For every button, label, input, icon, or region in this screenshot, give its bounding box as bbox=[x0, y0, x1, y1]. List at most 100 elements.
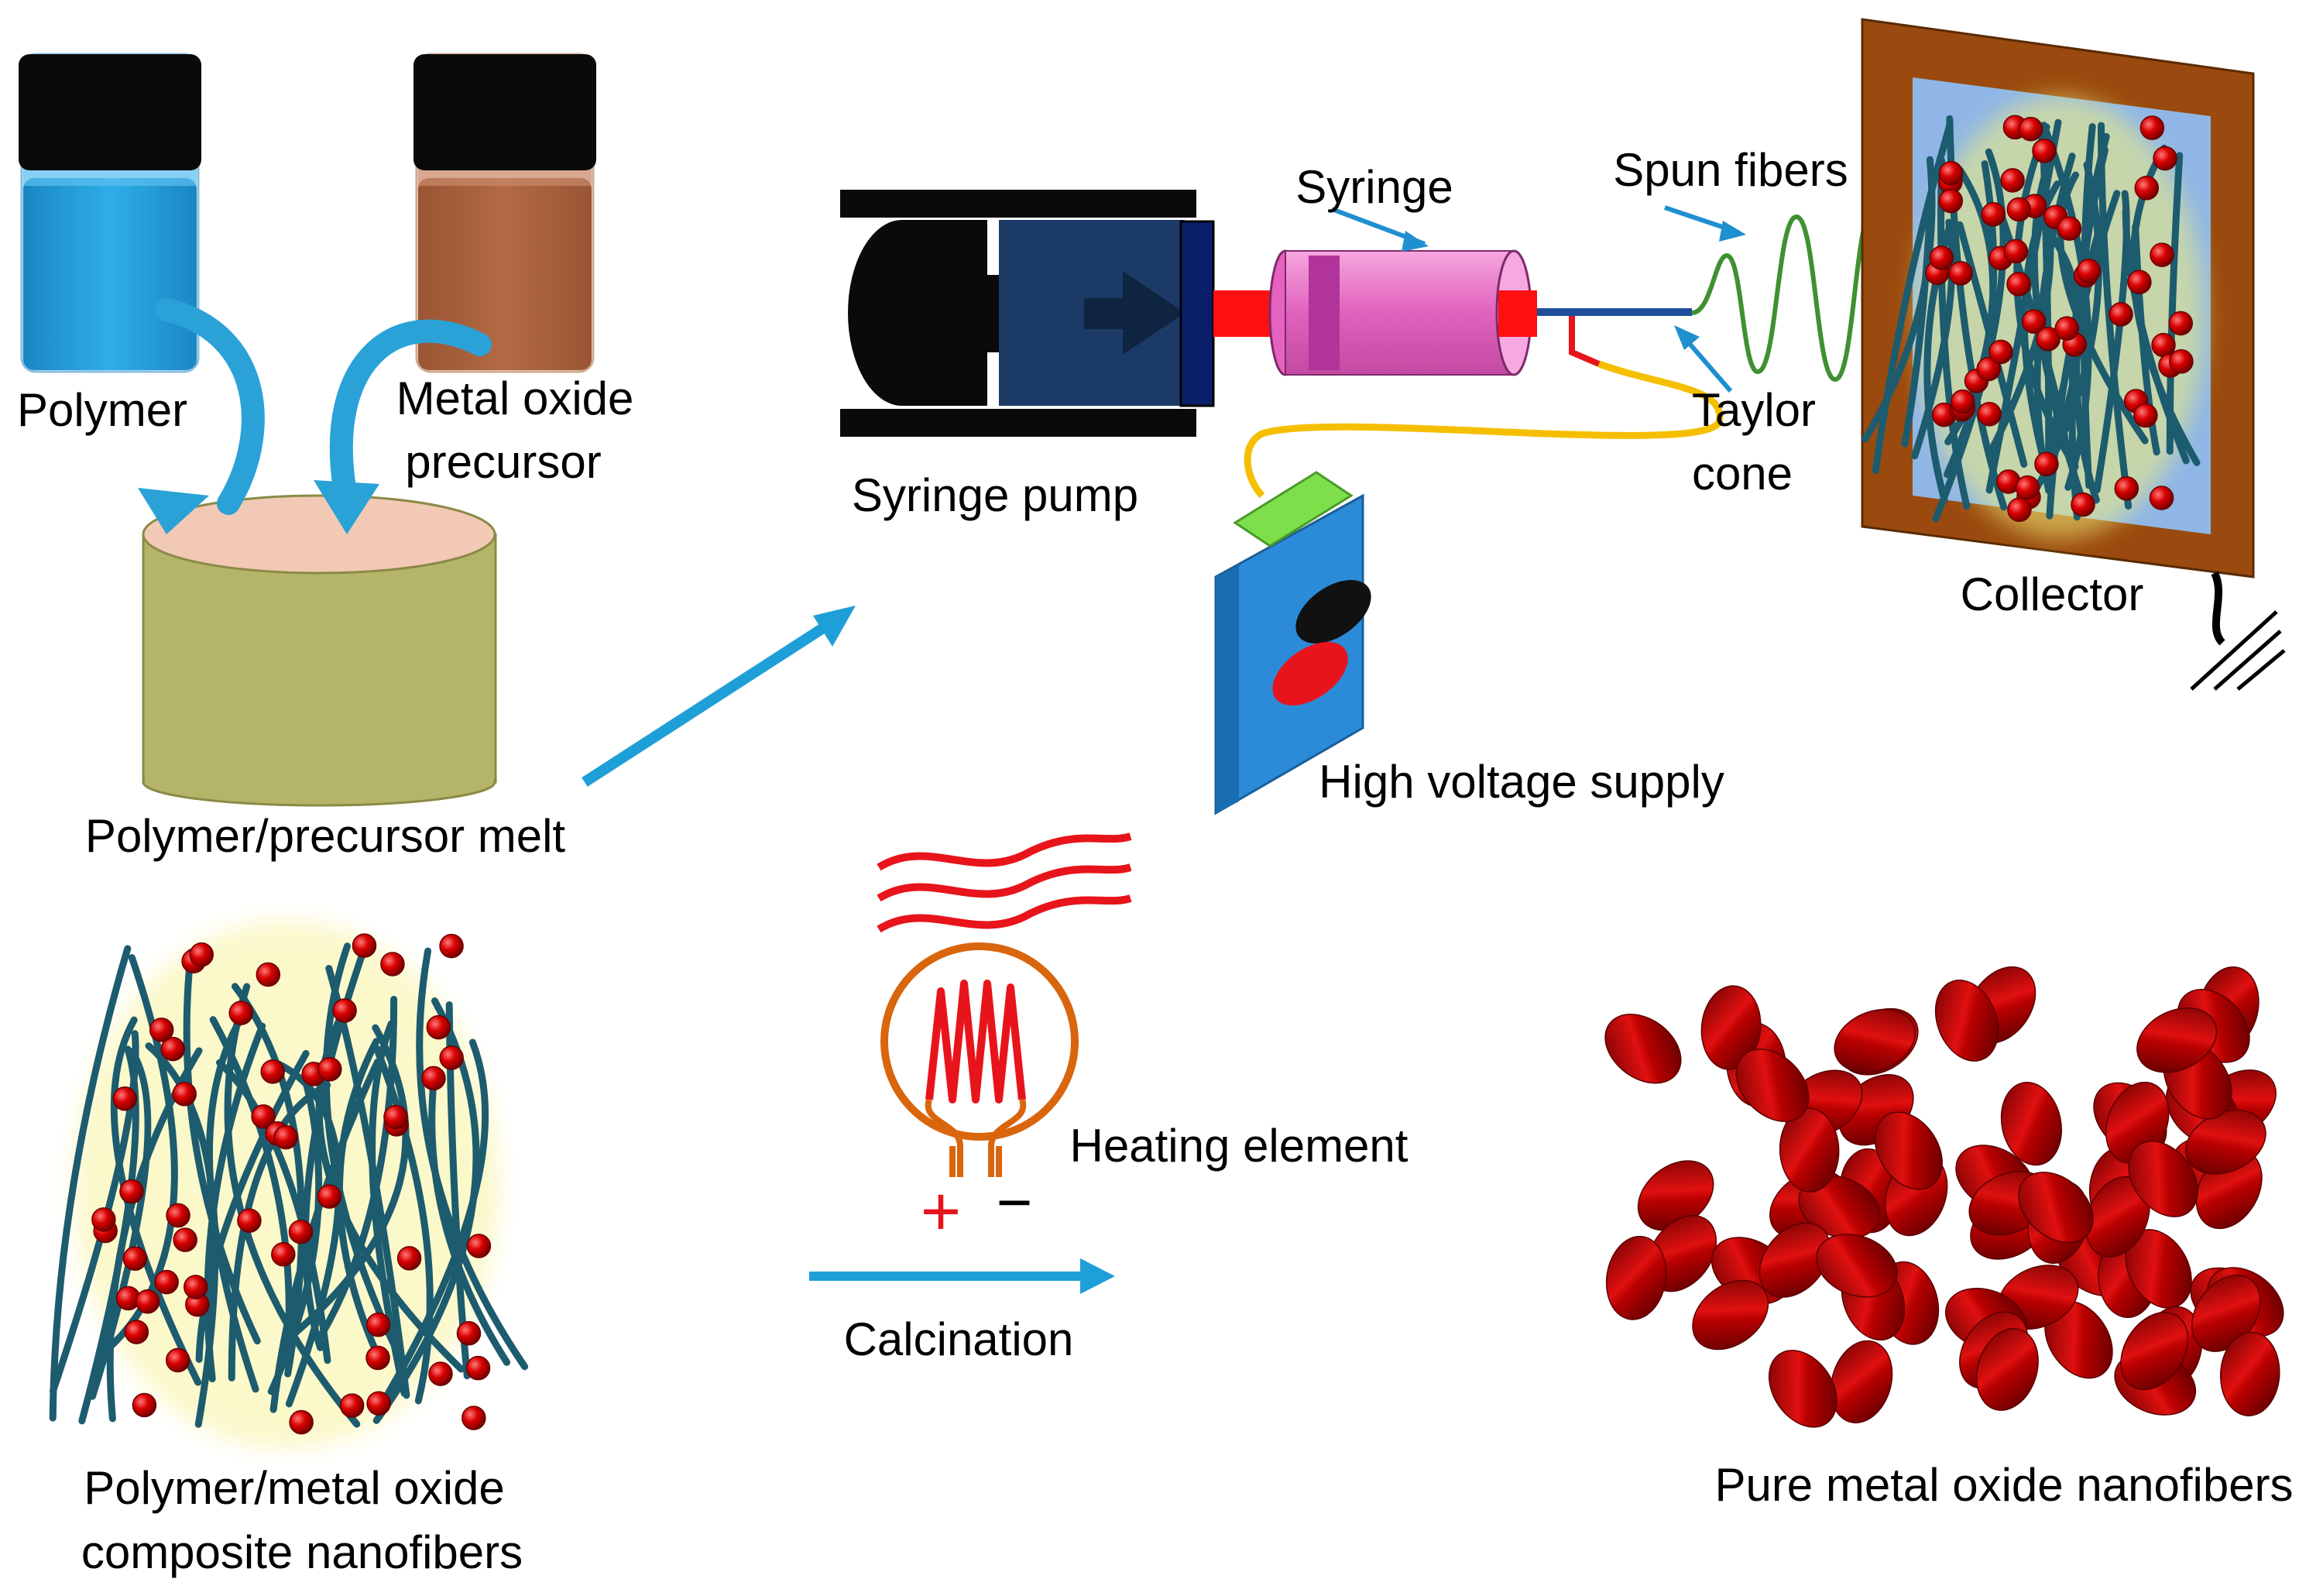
metal-oxide-bead bbox=[119, 1179, 144, 1204]
nanofiber-strand bbox=[1937, 157, 1971, 510]
label-composite-2: composite nanofibers bbox=[81, 1526, 523, 1578]
label-metal-oxide-2: precursor bbox=[405, 436, 601, 488]
polymer-vial bbox=[19, 53, 201, 373]
metal-oxide-grain bbox=[1816, 1234, 1898, 1298]
metal-oxide-grain bbox=[1779, 1107, 1840, 1193]
nanofiber-strand bbox=[275, 1060, 343, 1408]
composite-nanofiber-mat bbox=[49, 921, 529, 1449]
metal-oxide-bead bbox=[2133, 403, 2158, 428]
label-syringe: Syringe bbox=[1295, 161, 1453, 213]
metal-oxide-bead bbox=[466, 1234, 492, 1258]
metal-oxide-bead bbox=[2015, 475, 2040, 500]
metal-oxide-grain bbox=[1604, 1014, 1682, 1084]
metal-oxide-bead bbox=[173, 1227, 197, 1252]
high-voltage-supply bbox=[1214, 471, 1371, 815]
metal-oxide-grain bbox=[1700, 985, 1762, 1070]
metal-oxide-bead bbox=[2153, 146, 2177, 171]
nanofiber-strand bbox=[428, 1077, 511, 1366]
metal-oxide-bead bbox=[1938, 188, 1964, 214]
metal-oxide-bead bbox=[1981, 201, 2006, 227]
metal-oxide-bead bbox=[184, 1275, 208, 1299]
metal-oxide-grain bbox=[1768, 1350, 1837, 1428]
metal-oxide-grain bbox=[2018, 1172, 2094, 1244]
metal-oxide-bead bbox=[154, 1269, 179, 1295]
metal-oxide-grain bbox=[2191, 1275, 2261, 1352]
precursor-vial-cap bbox=[413, 54, 596, 170]
metal-oxide-bead bbox=[260, 1059, 285, 1084]
metal-oxide-bead bbox=[2003, 239, 2029, 264]
metal-oxide-grain bbox=[1735, 1049, 1810, 1122]
nanofiber-strand bbox=[1985, 118, 2062, 494]
metal-oxide-bead bbox=[465, 1355, 491, 1381]
metal-oxide-bead bbox=[317, 1056, 342, 1082]
metal-oxide-bead bbox=[383, 1104, 408, 1130]
metal-oxide-bead bbox=[2168, 311, 2193, 336]
metal-oxide-bead bbox=[428, 1361, 453, 1386]
metal-oxide-bead bbox=[365, 1312, 391, 1337]
label-heating-element: Heating element bbox=[1070, 1120, 1409, 1172]
metal-oxide-bead bbox=[2139, 115, 2165, 140]
metal-oxide-bead bbox=[91, 1207, 116, 1232]
metal-oxide-bead bbox=[2151, 332, 2176, 358]
metal-oxide-bead bbox=[339, 1393, 365, 1418]
metal-oxide-bead bbox=[2021, 309, 2047, 334]
metal-oxide-grain bbox=[1834, 1008, 1916, 1073]
metal-oxide-bead bbox=[2057, 216, 2082, 241]
nanofiber-strand bbox=[49, 1030, 139, 1395]
melt-to-pump-arrow bbox=[582, 615, 839, 787]
metal-oxide-grain bbox=[2120, 1311, 2189, 1391]
metal-oxide-bead bbox=[421, 1066, 446, 1091]
metal-oxide-bead bbox=[149, 1018, 174, 1042]
metal-oxide-bead bbox=[2006, 197, 2032, 222]
metal-oxide-bead bbox=[189, 942, 214, 967]
metal-oxide-bead bbox=[439, 933, 464, 959]
metal-oxide-grain bbox=[2128, 1140, 2198, 1217]
metal-oxide-bead bbox=[462, 1406, 486, 1430]
nanofiber-strand bbox=[224, 983, 361, 1428]
nanofiber-strand bbox=[1872, 121, 1954, 475]
metal-oxide-bead bbox=[2114, 476, 2139, 501]
metal-oxide-bead bbox=[1938, 160, 1964, 186]
label-hv-supply: High voltage supply bbox=[1319, 756, 1724, 808]
metal-oxide-bead bbox=[132, 1392, 157, 1418]
metal-oxide-bead bbox=[332, 998, 357, 1023]
nanofiber-strand bbox=[377, 1038, 489, 1409]
label-spun-fibers: Spun fibers bbox=[1613, 144, 1848, 196]
metal-oxide-bead bbox=[2071, 492, 2095, 517]
metal-oxide-bead bbox=[352, 933, 377, 958]
nanofiber-strand bbox=[317, 995, 398, 1340]
metal-oxide-bead bbox=[256, 962, 281, 987]
metal-oxide-bead bbox=[2149, 486, 2174, 510]
syringe bbox=[1213, 249, 1692, 376]
label-polymer: Polymer bbox=[17, 384, 187, 436]
metal-oxide-bead bbox=[439, 1045, 464, 1070]
nanofiber-strand bbox=[1901, 204, 1934, 448]
hv-cable bbox=[1244, 360, 1724, 499]
nanofiber-strand bbox=[195, 1049, 310, 1363]
metal-oxide-bead bbox=[172, 1082, 197, 1107]
nanofiber-strand bbox=[2040, 122, 2092, 491]
nanofiber-strand bbox=[2132, 223, 2160, 456]
metal-oxide-grain bbox=[1692, 1279, 1769, 1351]
metal-oxide-bead bbox=[456, 1321, 482, 1346]
label-melt: Polymer/precursor melt bbox=[85, 810, 565, 862]
metal-oxide-bead bbox=[426, 1014, 451, 1040]
metal-oxide-bead bbox=[2000, 168, 2025, 193]
nanofiber-strand bbox=[372, 1045, 434, 1405]
metal-oxide-bead bbox=[1988, 339, 2013, 365]
metal-oxide-grain bbox=[1759, 1222, 1831, 1298]
metal-oxide-bead bbox=[2169, 349, 2194, 374]
metal-oxide-bead bbox=[271, 1242, 296, 1267]
metal-oxide-grain bbox=[2219, 1331, 2280, 1416]
metal-oxide-bead bbox=[366, 1391, 391, 1416]
nanofiber-strand bbox=[49, 945, 132, 1422]
metal-oxide-bead bbox=[2054, 316, 2080, 341]
metal-oxide-grain bbox=[2136, 1007, 2218, 1073]
syringe-pump bbox=[840, 190, 1215, 437]
label-taylor-2: cone bbox=[1692, 448, 1793, 499]
metal-oxide-bead bbox=[228, 1001, 253, 1025]
nanofiber-strand bbox=[2044, 229, 2083, 466]
metal-oxide-grain bbox=[2000, 1081, 2063, 1166]
label-composite-1: Polymer/metal oxide bbox=[84, 1462, 505, 1514]
heating-element bbox=[877, 832, 1132, 1177]
